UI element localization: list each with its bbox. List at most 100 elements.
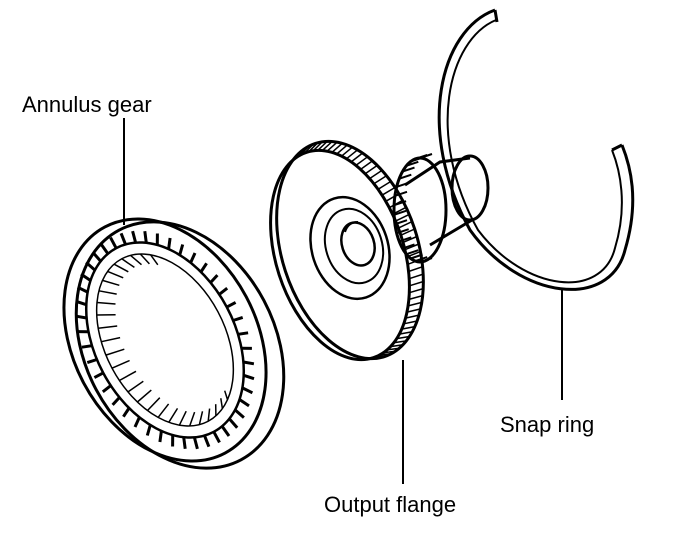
gear-tooth-stroke — [398, 173, 412, 180]
gear-tooth-stroke — [113, 263, 129, 273]
gear-tooth-stroke — [237, 331, 249, 336]
gear-tooth-stroke — [336, 144, 348, 155]
gear-tooth-stroke — [220, 398, 224, 409]
gear-tooth-stroke — [350, 152, 363, 163]
gear-tooth-stroke — [105, 348, 125, 356]
gear-tooth-stroke — [296, 148, 306, 158]
gear-tooth-stroke — [99, 243, 110, 255]
gear-tooth-stroke — [130, 254, 142, 266]
gear-tooth-stroke — [375, 354, 387, 358]
gear-tooth-stroke — [357, 357, 368, 361]
gear-tooth-stroke — [146, 397, 161, 412]
gear-tooth-stroke — [317, 140, 328, 151]
gear-tooth-stroke — [192, 437, 199, 450]
gear-tooth-stroke — [399, 330, 413, 335]
gear-tooth-stroke — [189, 252, 197, 264]
gear-tooth-stroke — [243, 373, 255, 381]
flange-edge-teeth — [292, 140, 424, 361]
gear-tooth-stroke — [86, 358, 98, 365]
gear-tooth-stroke — [403, 320, 418, 325]
gear-tooth-stroke — [408, 273, 424, 280]
gear-tooth-stroke — [409, 280, 424, 287]
gear-tooth-stroke — [149, 254, 159, 266]
gear-tooth-stroke — [98, 290, 117, 295]
gear-tooth-stroke — [119, 232, 127, 245]
gear-tooth-stroke — [76, 285, 89, 294]
gear-tooth-stroke — [232, 315, 244, 322]
gear-tooth-stroke — [406, 250, 421, 258]
gear-tooth-stroke — [119, 370, 137, 382]
gear-tooth-stroke — [111, 359, 130, 369]
gear-tooth-stroke — [299, 145, 310, 156]
gear-tooth-stroke — [241, 386, 254, 395]
gear-tooth-stroke — [326, 141, 338, 152]
gear-tooth-stroke — [85, 261, 96, 272]
gear-tooth-stroke — [393, 340, 407, 344]
gear-tooth-stroke — [182, 437, 187, 449]
gear-tooth-stroke — [111, 396, 121, 406]
gear-tooth-stroke — [107, 270, 124, 279]
gear-tooth-stroke — [209, 274, 219, 284]
annulus-inner-splines — [96, 253, 229, 427]
gear-tooth-stroke — [379, 352, 392, 356]
gear-tooth-stroke — [75, 299, 87, 307]
gear-tooth-stroke — [364, 164, 378, 175]
gear-tooth-stroke — [121, 258, 135, 269]
gear-tooth-stroke — [136, 389, 152, 403]
gear-tooth-stroke — [96, 301, 116, 305]
gear-tooth-stroke — [109, 236, 118, 249]
annulus-gear-drawing — [62, 217, 286, 470]
gear-tooth-stroke — [198, 411, 204, 425]
annulus-outer-teeth — [75, 230, 255, 450]
gear-tooth-stroke — [199, 262, 208, 273]
gear-tooth-stroke — [392, 206, 407, 215]
gear-tooth-stroke — [341, 146, 353, 157]
gear-tooth-stroke — [393, 209, 407, 216]
gear-tooth-stroke — [139, 253, 150, 265]
gear-tooth-stroke — [133, 416, 141, 428]
gear-tooth-stroke — [407, 301, 422, 307]
gear-tooth-stroke — [101, 384, 112, 393]
gear-tooth-stroke — [388, 199, 403, 209]
gear-tooth-stroke — [396, 181, 410, 188]
gear-tooth-stroke — [369, 169, 383, 180]
gear-tooth-stroke — [157, 403, 170, 418]
gear-tooth-stroke — [402, 166, 415, 173]
snap-ring-drawing — [437, 8, 635, 291]
gear-tooth-stroke — [308, 142, 319, 153]
gear-tooth-stroke — [404, 243, 420, 251]
gear-tooth-stroke — [373, 175, 387, 185]
gear-tooth-stroke — [355, 156, 369, 167]
gear-tooth-stroke — [408, 265, 423, 273]
output-flange-drawing — [269, 139, 490, 362]
gear-tooth-stroke — [102, 279, 120, 287]
gear-tooth-stroke — [405, 314, 420, 319]
gear-tooth-stroke — [131, 230, 138, 243]
gear-tooth-stroke — [405, 160, 419, 167]
gear-tooth-stroke — [91, 251, 102, 263]
gear-tooth-stroke — [93, 371, 104, 379]
gear-tooth-stroke — [387, 347, 400, 351]
gear-tooth-stroke — [101, 336, 121, 343]
gear-tooth-stroke — [75, 314, 87, 320]
gear-tooth-stroke — [405, 249, 419, 256]
gear-tooth-stroke — [228, 417, 239, 429]
gear-tooth-stroke — [127, 380, 144, 393]
gear-tooth-stroke — [168, 408, 179, 423]
gear-tooth-stroke — [178, 410, 187, 426]
gear-tooth-stroke — [377, 180, 392, 190]
gear-tooth-stroke — [223, 390, 229, 400]
gear-tooth-stroke — [383, 350, 396, 354]
output-flange-label: Output flange — [324, 492, 456, 517]
gear-tooth-stroke — [312, 141, 323, 152]
gear-tooth-stroke — [396, 335, 410, 340]
gear-tooth-stroke — [331, 142, 343, 153]
gear-tooth-stroke — [398, 220, 413, 229]
gear-tooth-stroke — [243, 360, 255, 366]
gear-tooth-stroke — [207, 408, 211, 422]
gear-tooth-stroke — [292, 151, 302, 161]
gear-tooth-stroke — [188, 411, 196, 427]
gear-tooth-stroke — [218, 287, 229, 296]
gear-tooth-stroke — [158, 430, 163, 443]
